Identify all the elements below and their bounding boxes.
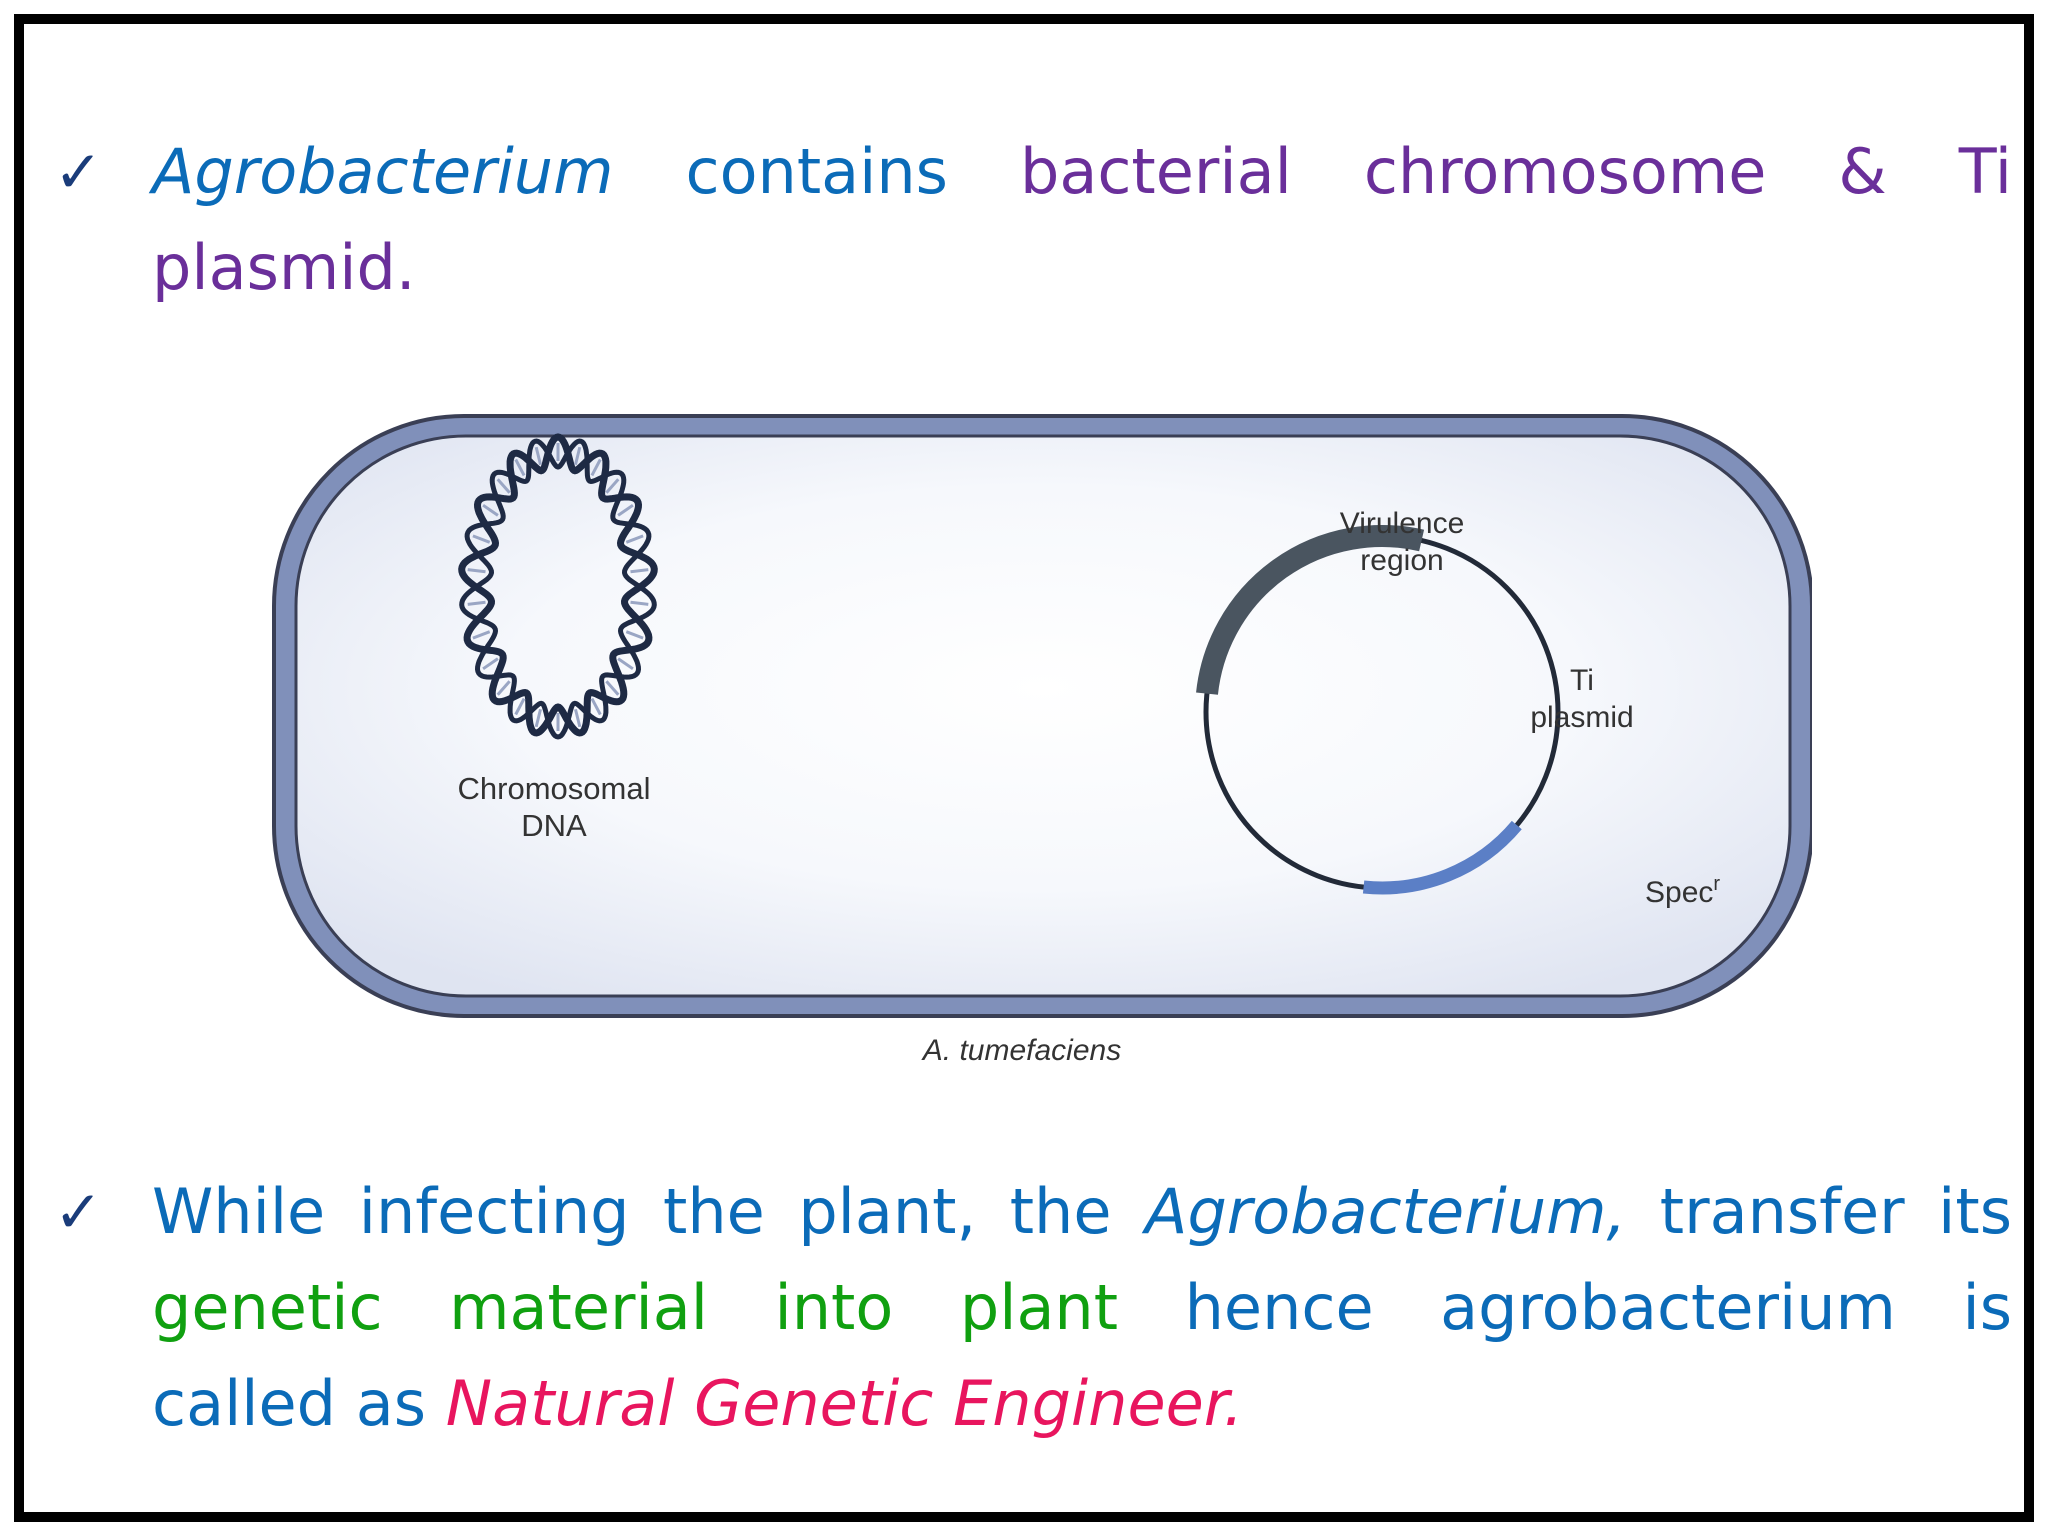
dna-base-pair — [605, 478, 620, 494]
text-segment: transfer its — [1626, 1175, 2012, 1248]
spec-label-superscript: r — [1713, 873, 1720, 895]
dna-base-pair — [482, 657, 499, 671]
dna-base-pair — [467, 568, 486, 574]
dna-base-pair — [472, 534, 491, 544]
dna-base-pair — [590, 458, 602, 477]
plasmid-label-line-2: plasmid — [1530, 701, 1633, 734]
bacterium-diagram: Chromosomal DNA Virulence region Ti plas… — [252, 402, 1812, 1082]
dna-strand — [458, 433, 658, 737]
dna-base-pair — [630, 600, 649, 606]
word-contains: contains — [685, 135, 948, 208]
checkmark-icon: ✓ — [54, 138, 103, 206]
bacterium-svg: Chromosomal DNA Virulence region Ti plas… — [272, 414, 1812, 1067]
word-bacterial: bacterial — [1019, 135, 1292, 208]
virulence-label-line-1: Virulence — [1340, 507, 1465, 540]
checkmark-icon: ✓ — [54, 1178, 103, 1246]
word-ti: Ti — [1958, 135, 2012, 208]
dna-base-pair — [574, 708, 582, 728]
word-ampersand: & — [1838, 135, 1887, 208]
dna-base-pair — [625, 630, 644, 640]
dna-base-pair — [496, 680, 511, 696]
text-segment: While infecting the plant, the — [152, 1175, 1146, 1248]
word-chromosome: chromosome — [1363, 135, 1767, 208]
spec-label-text: Spec — [1645, 876, 1713, 909]
term-natural-genetic-engineer: Natural Genetic Engineer. — [445, 1367, 1244, 1440]
dna-base-pair — [467, 600, 486, 606]
chromosome-label-line-1: Chromosomal — [458, 771, 651, 806]
spec-label: Specr — [1645, 873, 1720, 909]
bullet-line-2: genetic material into plant hence agroba… — [152, 1260, 2012, 1356]
virulence-region-arc — [1196, 525, 1425, 695]
bullet-line-3: called as Natural Genetic Engineer. — [152, 1356, 2012, 1452]
chromosomal-dna-helix — [458, 433, 658, 740]
cytoplasm — [294, 434, 1792, 998]
dna-base-pair — [472, 630, 491, 640]
dna-base-pair — [630, 568, 649, 574]
dna-base-pair — [617, 503, 634, 517]
term-agrobacterium: Agrobacterium, — [1145, 1175, 1627, 1248]
text-segment: called as — [152, 1367, 446, 1440]
dna-base-pair — [534, 446, 542, 466]
dna-base-pair — [605, 680, 620, 696]
text-segment: hence agrobacterium is — [1118, 1271, 2013, 1344]
bullet-line-1: While infecting the plant, the Agrobacte… — [152, 1164, 2012, 1260]
plasmid-label-line-1: Ti — [1570, 664, 1594, 697]
dna-base-pair — [574, 446, 582, 466]
slide: ✓ Agrobacterium contains bacterial chrom… — [14, 14, 2034, 1522]
virulence-label-line-2: region — [1360, 544, 1443, 577]
dna-base-pair — [617, 657, 634, 671]
dna-base-pair — [496, 478, 511, 494]
dna-base-pair — [514, 697, 526, 716]
term-agrobacterium: Agrobacterium — [152, 135, 614, 208]
phrase-genetic-material: genetic material into plant — [152, 1271, 1119, 1344]
bullet-line-2: plasmid. — [152, 231, 416, 304]
bullet-line-1: Agrobacterium contains bacterial chromos… — [152, 124, 2012, 220]
chromosome-label-line-2: DNA — [521, 808, 587, 843]
diagram-caption: A. tumefaciens — [921, 1034, 1121, 1067]
dna-base-pair — [625, 534, 644, 544]
dna-base-pair — [514, 458, 526, 477]
dna-base-pair — [590, 697, 602, 716]
spec-region-arc — [1362, 820, 1522, 895]
bullet-text: Agrobacterium contains bacterial chromos… — [152, 124, 2012, 316]
dna-base-pair — [534, 708, 542, 728]
bullet-text: While infecting the plant, the Agrobacte… — [152, 1164, 2012, 1452]
dna-base-pair — [482, 503, 499, 517]
